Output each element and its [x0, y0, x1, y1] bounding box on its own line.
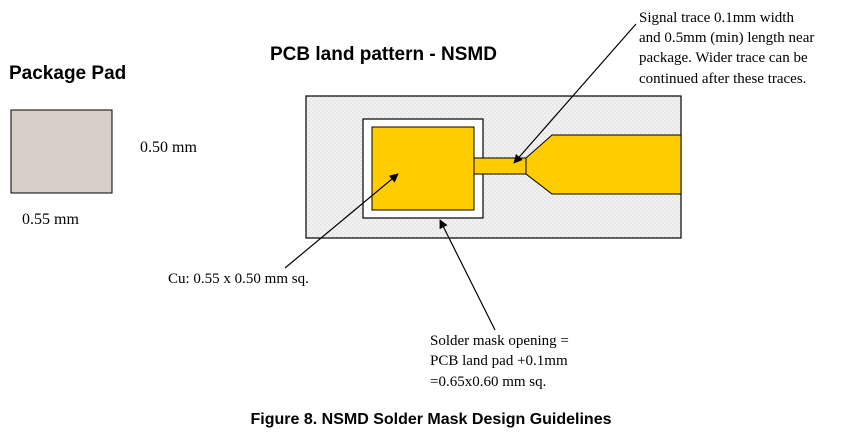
solder-mask-arrow: [439, 219, 496, 331]
solder-mask-callout-line: PCB land pad +0.1mm: [430, 353, 568, 369]
package-pad-title: Package Pad: [9, 63, 126, 84]
land-pattern-title: PCB land pattern - NSMD: [270, 44, 497, 65]
solder-mask-callout-line: =0.65x0.60 mm sq.: [430, 374, 546, 390]
signal-trace-wide: [525, 134, 682, 195]
signal-trace-callout-line: and 0.5mm (min) length near: [639, 30, 814, 46]
copper-arrow: [284, 173, 399, 269]
copper-callout: Cu: 0.55 x 0.50 mm sq.: [168, 271, 309, 287]
signal-trace-callout-line: package. Wider trace can be: [639, 50, 808, 66]
signal-trace-callout-line: Signal trace 0.1mm width: [639, 10, 794, 26]
package-pad-height-label: 0.50 mm: [140, 139, 197, 156]
signal-trace-callout: Signal trace 0.1mm width and 0.5mm (min)…: [639, 10, 818, 87]
signal-trace-narrow: [473, 157, 527, 175]
solder-mask-callout: Solder mask opening = PCB land pad +0.1m…: [430, 333, 573, 390]
solder-mask-callout-line: Solder mask opening =: [430, 333, 569, 349]
copper-land-pad: [371, 126, 475, 211]
signal-trace-callout-line: continued after these traces.: [639, 71, 806, 87]
signal-trace-arrow: [513, 23, 637, 164]
package-pad-width-label: 0.55 mm: [22, 211, 79, 228]
package-pad-square: [10, 109, 113, 194]
figure-caption: Figure 8. NSMD Solder Mask Design Guidel…: [251, 411, 612, 428]
